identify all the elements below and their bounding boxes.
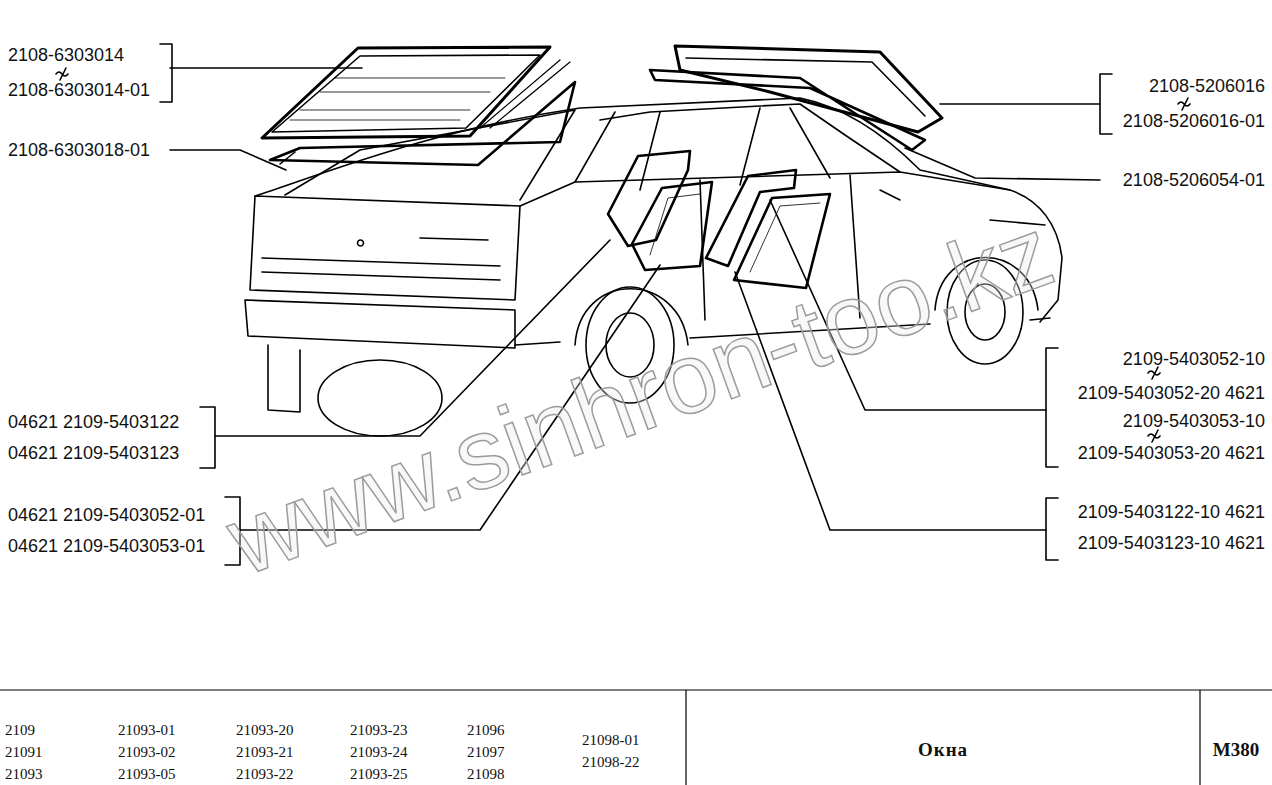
part-number: 2109-5403053-10 [1123, 412, 1265, 430]
part-number: 04621 2109-5403053-01 [8, 537, 205, 555]
part-number: 2109-5403122-10 4621 [1078, 503, 1265, 521]
sheet-code: M380 [1213, 740, 1259, 759]
part-number: 2109-5403123-10 4621 [1078, 534, 1265, 552]
watermark: www.sinhron-too.kz [216, 200, 1065, 591]
part-number: 2108-5206016-01 [1123, 112, 1265, 130]
part-number: 2108-6303014-01 [8, 81, 150, 99]
part-number: 2108-6303018-01 [8, 141, 150, 159]
model-cell: 21093 [5, 767, 43, 782]
part-number: 2108-5206016 [1149, 77, 1265, 95]
part-number: 2109-5403052-20 4621 [1078, 384, 1265, 402]
model-cell: 21093-23 [350, 723, 408, 738]
part-number: 2109-5403053-20 4621 [1078, 444, 1265, 462]
model-cell: 21093-20 [236, 723, 294, 738]
model-cell: 21097 [467, 745, 505, 760]
part-number: 2109-5403052-10 [1123, 350, 1265, 368]
model-cell: 21093-25 [350, 767, 408, 782]
model-cell: 21098-01 [582, 733, 640, 748]
part-number: 2108-5206054-01 [1123, 171, 1265, 189]
model-cell: 21093-05 [118, 767, 176, 782]
model-cell: 21093-24 [350, 745, 408, 760]
model-cell: 21096 [467, 723, 505, 738]
part-number: 04621 2109-5403122 [8, 413, 179, 431]
model-cell: 21093-22 [236, 767, 294, 782]
model-cell: 21093-02 [118, 745, 176, 760]
part-number: 2108-6303014 [8, 46, 124, 64]
model-cell: 21098-22 [582, 755, 640, 770]
model-cell: 21093-01 [118, 723, 176, 738]
model-cell: 21091 [5, 745, 43, 760]
part-number: 04621 2109-5403123 [8, 444, 179, 462]
sheet-title: Окна [918, 740, 968, 759]
model-cell: 2109 [5, 723, 35, 738]
part-number: 04621 2109-5403052-01 [8, 506, 205, 524]
model-cell: 21093-21 [236, 745, 294, 760]
model-cell: 21098 [467, 767, 505, 782]
